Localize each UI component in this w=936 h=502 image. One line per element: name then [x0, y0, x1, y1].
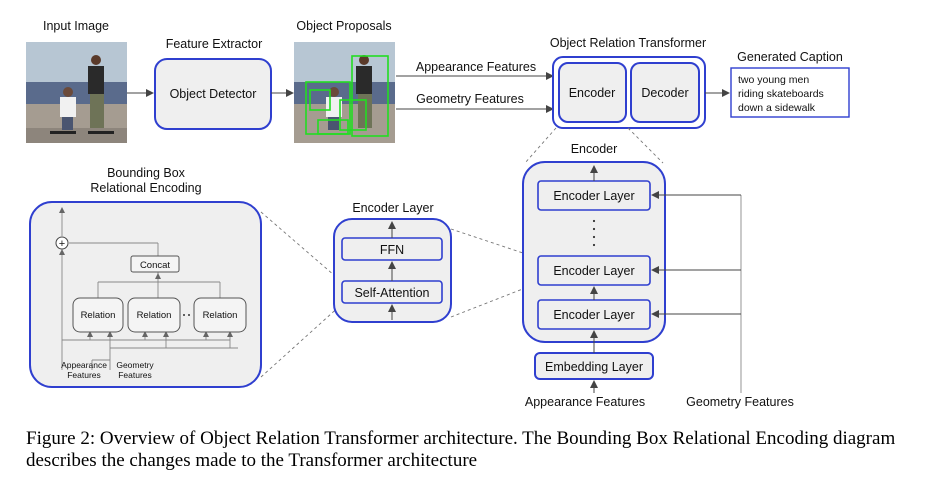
appearance-small-line-2: Features — [67, 370, 101, 380]
encoder-layer-label-bottom: Encoder Layer — [553, 308, 634, 322]
relation-box-3 — [193, 297, 247, 333]
decoder-box — [630, 62, 700, 123]
bbox-title-line-1: Bounding Box — [107, 166, 186, 180]
stack-ellipsis-dot-1 — [592, 219, 596, 223]
zoom-line-bbox-top — [260, 211, 343, 283]
generated-caption-line-3: down a sidewalk — [738, 102, 816, 114]
encoder-layer-title: Encoder Layer — [352, 201, 433, 215]
encoder-layer-label-top: Encoder Layer — [553, 189, 634, 203]
generated-caption-title: Generated Caption — [737, 50, 843, 64]
relation-label-2: Relation — [137, 310, 172, 321]
geometry-features-bottom-label: Geometry Features — [686, 395, 794, 409]
relation-ellipsis-dot-2 — [188, 314, 190, 316]
geometry-feed-lines — [651, 191, 742, 393]
geometry-features-label: Geometry Features — [416, 92, 524, 106]
stack-ellipsis-dot-4 — [592, 243, 596, 247]
relation-ellipsis-dot-1 — [183, 314, 185, 316]
concat-label: Concat — [140, 260, 170, 271]
decoder-label: Decoder — [641, 86, 688, 100]
object-detector-label: Object Detector — [170, 87, 257, 101]
appearance-features-bottom-label: Appearance Features — [525, 395, 645, 409]
sum-symbol: + — [59, 238, 65, 250]
relation-label-1: Relation — [81, 310, 116, 321]
geometry-small-line-2: Features — [118, 370, 152, 380]
stack-ellipsis-dot-3 — [592, 235, 596, 239]
relation-box-1 — [72, 297, 124, 333]
geometry-small-line-1: Geometry — [116, 360, 154, 370]
object-proposals-image — [294, 42, 395, 143]
relation-box-2 — [127, 297, 181, 333]
figure-caption: Figure 2: Overview of Object Relation Tr… — [26, 428, 896, 471]
object-relation-transformer-label: Object Relation Transformer — [550, 36, 706, 50]
bbox-title-line-2: Relational Encoding — [90, 181, 201, 195]
zoom-line-encoder-right — [627, 127, 664, 164]
generated-caption-box — [730, 67, 850, 118]
bbox-internal-wiring — [59, 207, 238, 370]
generated-caption-line-2: riding skateboards — [738, 88, 824, 100]
zoom-line-encoder-left — [524, 127, 557, 164]
stack-ellipsis-dot-2 — [592, 227, 596, 231]
encoder-label: Encoder — [569, 86, 616, 100]
generated-caption-line-1: two young men — [738, 74, 809, 86]
ffn-label: FFN — [380, 243, 404, 257]
architecture-diagram: Input Image Feature Extractor Object Det… — [26, 19, 850, 409]
encoder-layer-label-middle: Encoder Layer — [553, 264, 634, 278]
bbox-relational-encoding-box — [29, 201, 262, 388]
appearance-features-label: Appearance Features — [416, 60, 536, 74]
appearance-small-line-1: Appearance — [61, 360, 107, 370]
input-image — [26, 42, 127, 143]
self-attention-label: Self-Attention — [354, 286, 429, 300]
concat-box — [130, 255, 180, 273]
sum-node — [55, 236, 69, 250]
encoder-box — [558, 62, 627, 123]
input-image-label: Input Image — [43, 19, 109, 33]
relation-label-3: Relation — [203, 310, 238, 321]
encoder-stack-title: Encoder — [571, 142, 618, 156]
feature-extractor-label: Feature Extractor — [166, 37, 263, 51]
zoom-line-bbox-bottom — [260, 303, 343, 378]
embedding-layer-label: Embedding Layer — [545, 360, 643, 374]
encoder-layer-box-middle — [537, 255, 651, 286]
object-detector-box — [154, 58, 272, 130]
object-proposals-label: Object Proposals — [296, 19, 391, 33]
